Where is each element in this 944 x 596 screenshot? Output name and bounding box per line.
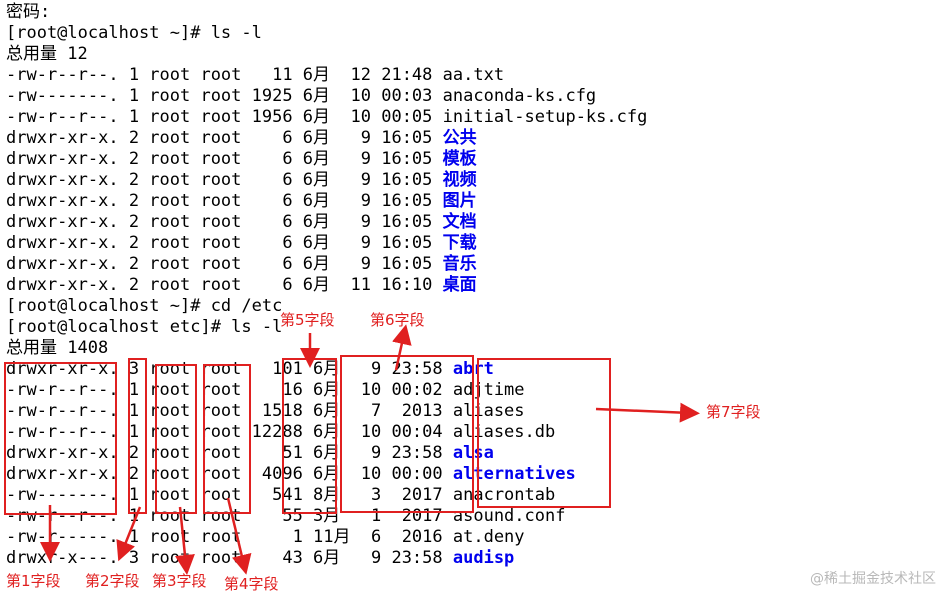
directory-name: 文档 [442,212,477,232]
line-text: 密码: [6,2,51,22]
file-name: aliases [452,401,525,421]
directory-name: 音乐 [442,254,477,274]
field3-box [155,364,197,514]
field1-box [4,362,117,515]
line-text: [root@localhost ~]# cd /etc [6,296,283,316]
line-text: 总用量 12 [6,44,88,64]
field7-box [477,358,611,508]
directory-name: 下载 [442,233,477,253]
terminal-line: 总用量 12 [6,44,88,65]
label-field3: 第3字段 [152,572,207,590]
terminal-line: -rw-------. 1 root root 1925 6月 10 00:03… [6,86,596,107]
terminal-line: drwxr-xr-x. 2 root root 6 6月 9 16:05 音乐 [6,254,477,275]
terminal-line: 密码: [6,2,50,23]
terminal-line: drwxr-xr-x. 2 root root 6 6月 9 16:05 视频 [6,170,477,191]
terminal-line: drwxr-xr-x. 2 root root 51 6月 9 23:58 al… [6,443,494,464]
directory-name: 桌面 [442,275,477,295]
line-text: drwxr-xr-x. 2 root root 6 6月 9 16:05 [6,254,443,274]
terminal-line: 总用量 1408 [6,338,108,359]
line-text: drwxr-xr-x. 2 root root 6 6月 9 16:05 [6,128,443,148]
line-text: drwxr-xr-x. 2 root root 6 6月 9 16:05 [6,233,443,253]
arrow-field2 [116,506,142,562]
label-field2: 第2字段 [85,572,140,590]
terminal-line: drwxr-xr-x. 2 root root 6 6月 11 16:10 桌面 [6,275,477,296]
directory-name: alternatives [452,464,576,484]
terminal-line: drwxr-xr-x. 2 root root 6 6月 9 16:05 公共 [6,128,477,149]
terminal-line: drwxr-x---. 3 root root 43 6月 9 23:58 au… [6,548,514,569]
label-field5: 第5字段 [280,311,335,329]
directory-name: 模板 [442,149,477,169]
line-text: -rw-r--r--. 1 root root 1956 6月 10 00:05 [6,107,443,127]
arrow-field4 [226,497,252,575]
line-text: [root@localhost ~]# ls -l [6,23,262,43]
directory-name: audisp [452,548,515,568]
terminal-line: -rw-r--r--. 1 root root 55 3月 1 2017 aso… [6,506,565,527]
file-name: adjtime [452,380,525,400]
line-text: -rw-------. 1 root root 541 8月 3 2017 [6,485,453,505]
line-text: -rw-r--r--. 1 root root 55 3月 1 2017 [6,506,453,526]
line-text: -rw-r-----. 1 root root 1 11月 6 2016 [6,527,453,547]
line-text: drwxr-xr-x. 2 root root 51 6月 9 23:58 [6,443,453,463]
field6-box [340,355,474,513]
terminal-line: -rw-r--r--. 1 root root 1518 6月 7 2013 a… [6,401,525,422]
label-field7: 第7字段 [706,403,761,421]
line-text: 总用量 1408 [6,338,109,358]
label-field4: 第4字段 [224,575,279,593]
line-text: [root@localhost etc]# ls -l [6,317,283,337]
terminal-line: -rw-r--r--. 1 root root 11 6月 12 21:48 a… [6,65,504,86]
terminal-line: -rw-r--r--. 1 root root 12288 6月 10 00:0… [6,422,555,443]
line-text: -rw-r--r--. 1 root root 16 6月 10 00:02 [6,380,453,400]
terminal-line: -rw-r--r--. 1 root root 1956 6月 10 00:05… [6,107,647,128]
line-text: drwxr-xr-x. 2 root root 6 6月 11 16:10 [6,275,443,295]
directory-name: 公共 [442,128,477,148]
line-text: -rw-r--r--. 1 root root 11 6月 12 21:48 [6,65,443,85]
line-text: drwxr-x---. 3 root root 43 6月 9 23:58 [6,548,453,568]
line-text: drwxr-xr-x. 2 root root 6 6月 9 16:05 [6,149,443,169]
file-name: at.deny [452,527,525,547]
label-field1: 第1字段 [6,572,61,590]
field4-box [203,364,251,514]
line-text: -rw-r--r--. 1 root root 12288 6月 10 00:0… [6,422,453,442]
file-name: asound.conf [452,506,566,526]
line-text: drwxr-xr-x. 2 root root 6 6月 9 16:05 [6,212,443,232]
file-name: initial-setup-ks.cfg [442,107,648,127]
arrow-field6 [392,324,412,371]
terminal-line: drwxr-xr-x. 2 root root 6 6月 9 16:05 文档 [6,212,477,233]
terminal-line: [root@localhost ~]# ls -l [6,23,262,44]
directory-name: 视频 [442,170,477,190]
terminal-line: drwxr-xr-x. 2 root root 6 6月 9 16:05 模板 [6,149,477,170]
arrow-field3 [175,506,195,575]
terminal-line: -rw-r--r--. 1 root root 16 6月 10 00:02 a… [6,380,525,401]
terminal-line: [root@localhost etc]# ls -l [6,317,282,338]
line-text: drwxr-xr-x. 2 root root 6 6月 9 16:05 [6,170,443,190]
line-text: drwxr-xr-x. 2 root root 6 6月 9 16:05 [6,191,443,211]
file-name: aa.txt [442,65,505,85]
terminal-line: drwxr-xr-x. 2 root root 4096 6月 10 00:00… [6,464,576,485]
label-field6: 第6字段 [370,311,425,329]
line-text: -rw-------. 1 root root 1925 6月 10 00:03 [6,86,443,106]
file-name: anaconda-ks.cfg [442,86,597,106]
terminal-line: -rw-r-----. 1 root root 1 11月 6 2016 at.… [6,527,525,548]
terminal-line: drwxr-xr-x. 2 root root 6 6月 9 16:05 图片 [6,191,477,212]
arrow-field7 [595,402,700,423]
terminal-line: drwxr-xr-x. 2 root root 6 6月 9 16:05 下载 [6,233,477,254]
directory-name: 图片 [442,191,477,211]
terminal-line: [root@localhost ~]# cd /etc [6,296,282,317]
watermark: @稀土掘金技术社区 [810,571,936,587]
